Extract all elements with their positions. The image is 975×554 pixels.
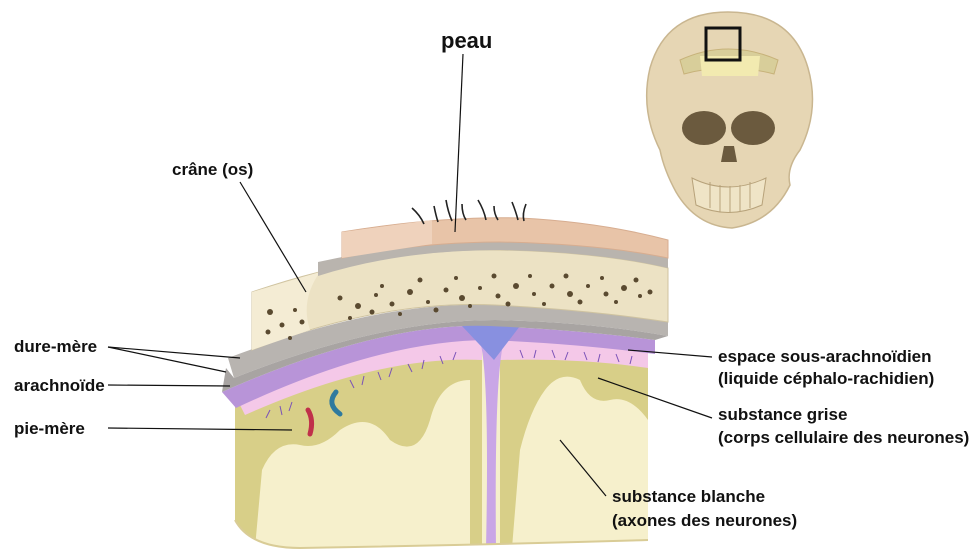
label-grise-line2: (corps cellulaire des neurones) bbox=[718, 428, 969, 447]
label-arachnoide: arachnoïde bbox=[14, 376, 105, 395]
label-espace-line2: (liquide céphalo-rachidien) bbox=[718, 369, 934, 388]
label-espace-line1: espace sous-arachnoïdien bbox=[718, 347, 932, 366]
label-blanche-line1: substance blanche bbox=[612, 487, 765, 506]
skull-icon bbox=[647, 12, 813, 228]
label-crane: crâne (os) bbox=[172, 160, 253, 179]
label-pie-mere: pie-mère bbox=[14, 419, 85, 438]
label-peau: peau bbox=[441, 28, 492, 53]
label-grise-line1: substance grise bbox=[718, 405, 847, 424]
label-blanche-line2: (axones des neurones) bbox=[612, 511, 797, 530]
label-dure-mere: dure-mère bbox=[14, 337, 97, 356]
